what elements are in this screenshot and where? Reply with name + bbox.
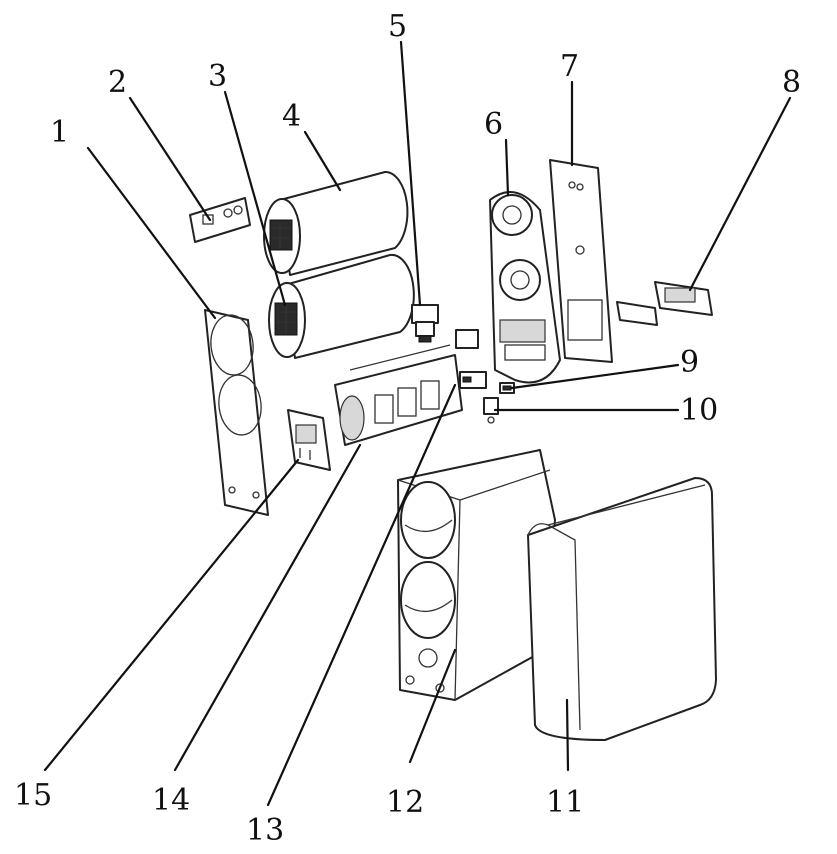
- part-11-cover-box: [527, 477, 717, 741]
- part-2-bracket: [189, 197, 251, 243]
- callout-7: 7: [560, 49, 579, 84]
- part-12-main-frame: [397, 449, 556, 701]
- leader-5: [399, 40, 422, 307]
- part-6-manifold-board: [489, 191, 561, 384]
- leader-12: [408, 648, 457, 764]
- leader-2: [128, 96, 212, 222]
- leader-lines: [43, 40, 792, 807]
- leader-13: [266, 383, 457, 807]
- leader-11: [565, 698, 570, 772]
- part-4-filter-cartridge-upper: [263, 170, 409, 276]
- leader-9: [510, 363, 680, 390]
- leader-1: [86, 146, 217, 320]
- callout-4: 4: [282, 99, 301, 134]
- part-1-front-panel: [204, 309, 269, 516]
- callout-3: 3: [208, 59, 227, 94]
- callout-14: 14: [152, 783, 190, 818]
- callout-8: 8: [782, 65, 801, 100]
- part-8-connector-block: [616, 281, 713, 326]
- callout-13: 13: [246, 813, 284, 848]
- part-7-back-plate: [549, 159, 613, 363]
- part-15-circuit-board: [287, 409, 331, 471]
- part-5-valve: [411, 304, 439, 343]
- leader-4: [303, 130, 342, 192]
- part-3-filter-cartridge-lower: [268, 253, 415, 359]
- leader-8: [688, 96, 792, 292]
- callout-6: 6: [484, 107, 503, 142]
- part-14-manifold: [334, 344, 463, 446]
- callout-labels: 1 2 3 4 5 6 7 8 9 10 11 12 13 14 15: [14, 9, 801, 848]
- leader-3: [223, 90, 287, 307]
- callout-5: 5: [388, 9, 407, 44]
- callout-15: 15: [14, 778, 52, 813]
- callout-11: 11: [546, 785, 584, 820]
- part-13-connector: [455, 329, 487, 389]
- callout-12: 12: [386, 785, 424, 820]
- leader-15: [43, 458, 300, 772]
- callout-10: 10: [680, 393, 718, 428]
- callout-2: 2: [108, 65, 127, 100]
- callout-9: 9: [680, 345, 699, 380]
- leader-14: [173, 443, 362, 772]
- leader-6: [504, 138, 510, 197]
- callout-1: 1: [50, 115, 69, 150]
